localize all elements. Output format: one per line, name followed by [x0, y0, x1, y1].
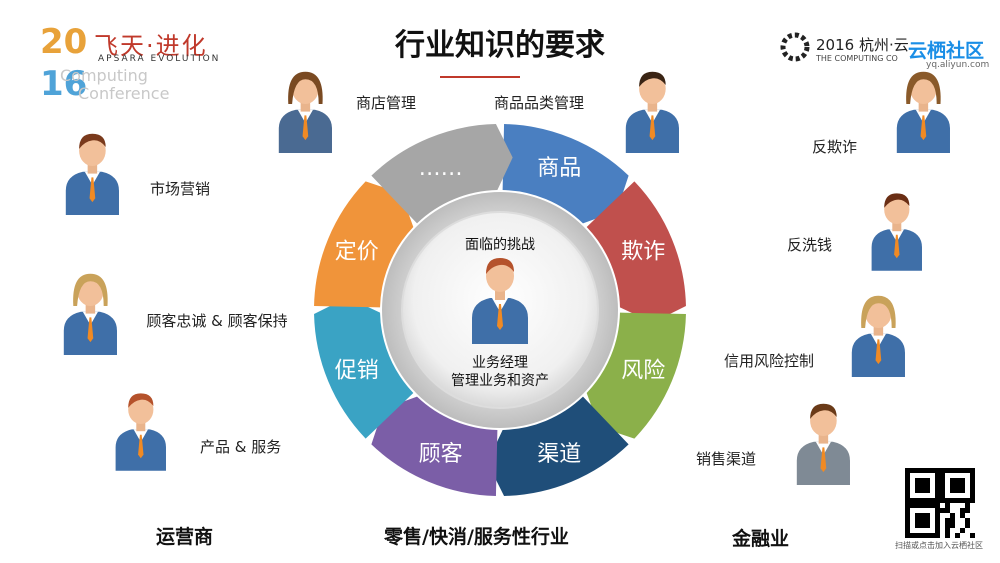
- person-figure-3: [275, 66, 336, 157]
- person-icon: [848, 290, 909, 377]
- person-icon: [622, 66, 683, 153]
- center-challenge-label: 面临的挑战: [430, 234, 570, 254]
- person-figure-8: [793, 398, 854, 489]
- top-label-store-mgmt: 商店管理: [356, 92, 416, 113]
- center-role-desc: 管理业务和资产: [420, 370, 580, 390]
- center-role-title: 业务经理: [420, 352, 580, 372]
- conference-text: 2016 杭州·云: [816, 34, 909, 55]
- conference-sub: THE COMPUTING CO: [816, 54, 898, 63]
- title-underline: [440, 76, 520, 78]
- top-label-category-mgmt: 商品品类管理: [494, 92, 584, 113]
- left-label-loyalty: 顾客忠诚 & 顾客保持: [137, 312, 297, 330]
- right-label-sales-channel: 销售渠道: [696, 448, 756, 469]
- column-title-telecom: 运营商: [156, 522, 213, 549]
- column-title-finance: 金融业: [732, 524, 789, 551]
- business-manager-figure: [468, 252, 532, 348]
- person-figure-1: [60, 268, 121, 359]
- ring-segment-label-3: 渠道: [537, 442, 581, 467]
- logo-year-a: 20: [40, 22, 87, 62]
- person-icon: [893, 66, 954, 153]
- person-figure-6: [868, 188, 926, 275]
- right-label-anti-fraud: 反欺诈: [812, 136, 857, 157]
- qr-code-icon: [905, 468, 975, 538]
- person-figure-7: [848, 290, 909, 381]
- ring-segment-label-2: 风险: [621, 358, 665, 383]
- right-label-aml: 反洗钱: [787, 234, 832, 255]
- logo-line1: Computing: [60, 66, 148, 85]
- ring-segment-label-0: 商品: [537, 156, 581, 181]
- logo-line2: Conference: [78, 84, 169, 103]
- person-icon: [793, 398, 854, 485]
- ring-segment-label-5: 促销: [335, 358, 379, 383]
- ring-segment-label-6: 定价: [335, 240, 379, 265]
- yunqi-brand: 云栖社区: [908, 36, 984, 63]
- left-label-product-service: 产品 & 服务: [200, 436, 281, 457]
- person-icon: [275, 66, 336, 153]
- apsara-logo: 20 16 飞天·进化 APSARA EVOLUTION Computing C…: [40, 26, 260, 106]
- ring-segment-label-4: 顾客: [419, 442, 463, 467]
- person-icon: [62, 128, 123, 215]
- ring-segment-label-7: ……: [419, 156, 463, 181]
- person-icon: [868, 188, 926, 271]
- left-label-marketing: 市场营销: [150, 178, 210, 199]
- computing-conference-logo: 2016 杭州·云 THE COMPUTING CO 云栖社区 yq.aliyu…: [780, 32, 1000, 82]
- person-figure-4: [622, 66, 683, 157]
- person-figure-2: [112, 388, 170, 475]
- qr-caption: 扫描或点击加入云栖社区: [880, 540, 998, 551]
- column-title-retail: 零售/快消/服务性行业: [384, 522, 569, 549]
- person-figure-5: [893, 66, 954, 157]
- person-icon: [60, 268, 121, 355]
- right-label-credit-risk: 信用风险控制: [724, 350, 814, 371]
- person-icon: [112, 388, 170, 471]
- person-figure-0: [62, 128, 123, 219]
- conference-mark-icon: [780, 32, 810, 62]
- qr-code[interactable]: [905, 468, 975, 538]
- business-manager-person-icon: [468, 252, 532, 344]
- ring-segment-label-1: 欺诈: [621, 240, 665, 265]
- logo-en-text: APSARA EVOLUTION: [98, 54, 220, 64]
